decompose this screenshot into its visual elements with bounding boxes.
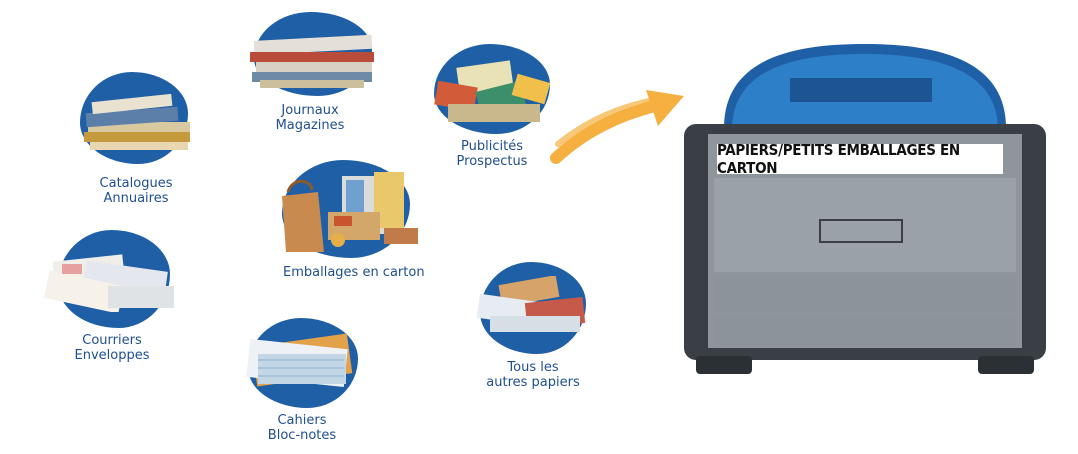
journaux-label: Journaux Magazines <box>270 103 350 133</box>
emballages-boxes-image <box>282 172 418 252</box>
cahiers-notebooks-image <box>246 333 353 388</box>
courriers-label-line2: Enveloppes <box>74 348 150 363</box>
emballages-label: Emballages en carton <box>283 265 425 280</box>
courriers-envelopes-image <box>44 254 174 312</box>
catalogues-label-line1: Catalogues <box>99 176 173 191</box>
recycling-bin <box>684 44 1046 374</box>
autres-label-line2: autres papiers <box>486 375 580 390</box>
catalogues-label: Catalogues Annuaires <box>96 176 176 206</box>
catalogues-stack-image <box>84 93 190 150</box>
catalogues-label-line2: Annuaires <box>103 191 169 206</box>
emballages-label-line1: Emballages en carton <box>283 265 425 280</box>
autres-label: Tous les autres papiers <box>478 360 588 390</box>
publicites-label-line1: Publicités <box>461 139 523 154</box>
courriers-label: Courriers Enveloppes <box>72 333 152 363</box>
journaux-stack-image <box>250 34 374 88</box>
journaux-label-line1: Journaux <box>281 103 339 118</box>
arrow-icon <box>550 90 684 164</box>
autres-label-line1: Tous les <box>507 360 559 375</box>
bin-label: PAPIERS/PETITS EMBALLAGES EN CARTON <box>717 141 1003 177</box>
publicites-label: Publicités Prospectus <box>452 139 532 169</box>
cahiers-label: Cahiers Bloc-notes <box>262 413 342 443</box>
publicites-label-line2: Prospectus <box>456 154 528 169</box>
cahiers-label-line1: Cahiers <box>277 413 327 428</box>
autres-papers-image <box>476 276 586 332</box>
courriers-label-line1: Courriers <box>82 333 142 348</box>
publicites-pile-image <box>434 60 551 122</box>
cahiers-label-line2: Bloc-notes <box>267 428 337 443</box>
journaux-label-line2: Magazines <box>275 118 345 133</box>
